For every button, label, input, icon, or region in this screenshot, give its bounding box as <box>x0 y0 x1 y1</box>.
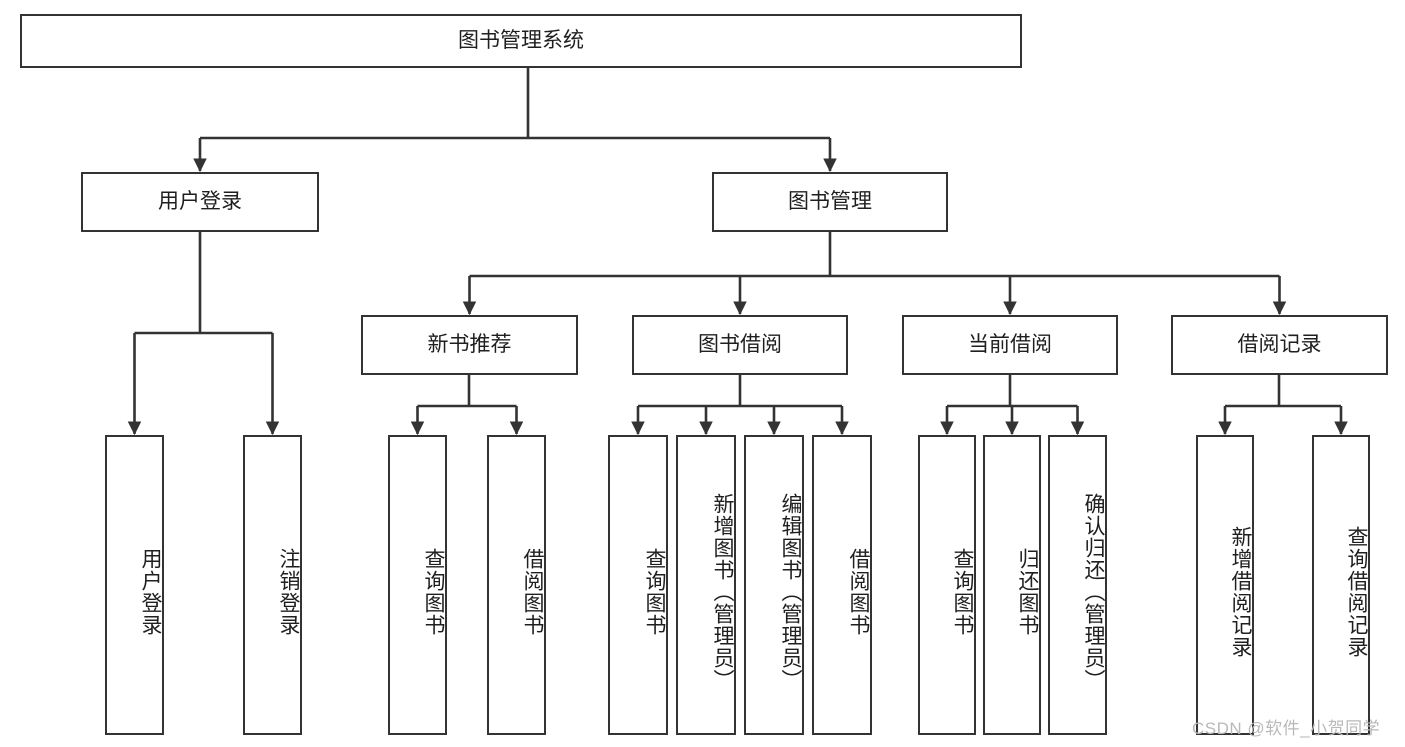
node-label: 查询图书 <box>643 548 666 636</box>
node-label: 编辑图书（管理员） <box>779 493 802 691</box>
node-label: 查询图书 <box>951 548 974 636</box>
node-root[interactable]: 图书管理系统 <box>20 14 1022 68</box>
node-leaf-query-book-2[interactable]: 查询图书 <box>608 435 668 735</box>
node-label: 新书推荐 <box>427 332 512 356</box>
node-new-book-rec[interactable]: 新书推荐 <box>361 315 578 375</box>
node-label: 查询图书 <box>422 548 445 636</box>
node-label: 借阅记录 <box>1237 332 1322 356</box>
node-current-borrow[interactable]: 当前借阅 <box>902 315 1118 375</box>
node-user-login[interactable]: 用户登录 <box>81 172 319 232</box>
node-label: 图书借阅 <box>698 332 782 356</box>
node-book-borrow[interactable]: 图书借阅 <box>632 315 848 375</box>
node-label: 确认归还（管理员） <box>1082 493 1105 691</box>
node-book-manage[interactable]: 图书管理 <box>712 172 948 232</box>
csdn-watermark: CSDN @软件_小贺同学 <box>1192 719 1381 738</box>
node-label: 图书管理 <box>788 189 872 213</box>
node-leaf-borrow-book-1[interactable]: 借阅图书 <box>487 435 546 735</box>
node-label: 新增借阅记录 <box>1229 526 1252 658</box>
node-label: 图书管理系统 <box>458 28 584 52</box>
node-label: 借阅图书 <box>521 548 544 636</box>
node-label: 借阅图书 <box>847 548 870 636</box>
node-leaf-query-book-3[interactable]: 查询图书 <box>918 435 976 735</box>
node-leaf-user-login[interactable]: 用户登录 <box>105 435 164 735</box>
node-leaf-confirm-ret[interactable]: 确认归还（管理员） <box>1048 435 1107 735</box>
node-leaf-return-book[interactable]: 归还图书 <box>983 435 1041 735</box>
node-leaf-borrow-book-2[interactable]: 借阅图书 <box>812 435 872 735</box>
node-label: 当前借阅 <box>968 332 1052 356</box>
node-leaf-logout[interactable]: 注销登录 <box>243 435 302 735</box>
node-label: 新增图书（管理员） <box>711 493 734 691</box>
node-label: 用户登录 <box>139 548 162 636</box>
node-borrow-record[interactable]: 借阅记录 <box>1171 315 1388 375</box>
node-leaf-query-record[interactable]: 查询借阅记录 <box>1312 435 1370 735</box>
node-leaf-add-book[interactable]: 新增图书（管理员） <box>676 435 736 735</box>
node-label: 注销登录 <box>277 548 300 636</box>
node-leaf-add-record[interactable]: 新增借阅记录 <box>1196 435 1254 735</box>
node-label: 归还图书 <box>1016 548 1039 636</box>
node-leaf-edit-book[interactable]: 编辑图书（管理员） <box>744 435 804 735</box>
node-label: 用户登录 <box>158 189 242 213</box>
node-leaf-query-book-1[interactable]: 查询图书 <box>388 435 447 735</box>
node-label: 查询借阅记录 <box>1345 526 1368 658</box>
